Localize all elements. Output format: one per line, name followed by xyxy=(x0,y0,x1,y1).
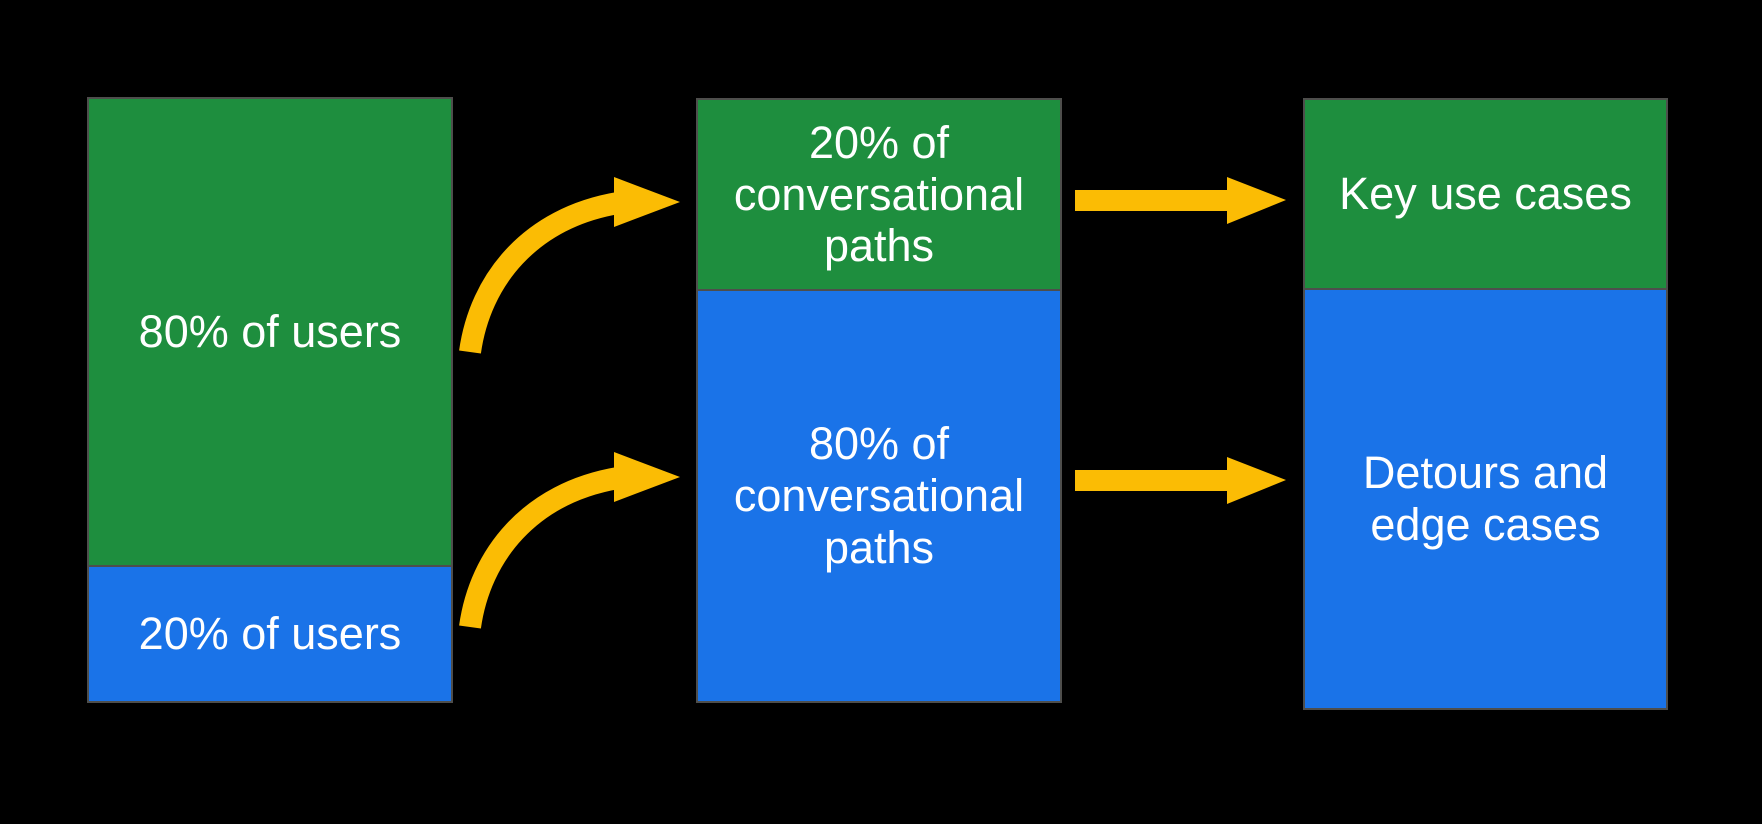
bar-use-cases: Key use cases Detours and edge cases xyxy=(1303,98,1668,710)
bar-users: 80% of users 20% of users xyxy=(87,97,453,703)
bar-use-cases-blue-label: Detours and edge cases xyxy=(1362,447,1609,550)
bar-paths-blue-segment: 80% of conversational paths xyxy=(698,289,1060,701)
bar-paths-green-segment: 20% of conversational paths xyxy=(698,100,1060,289)
bar-paths-green-label: 20% of conversational paths xyxy=(733,116,1025,272)
bar-users-blue-segment: 20% of users xyxy=(89,565,451,701)
curved-arrow-users20-to-paths80-icon xyxy=(459,452,680,629)
bar-use-cases-blue-segment: Detours and edge cases xyxy=(1305,288,1666,708)
bar-use-cases-green-label: Key use cases xyxy=(1339,168,1632,220)
bar-users-blue-label: 20% of users xyxy=(138,608,402,660)
bar-users-green-segment: 80% of users xyxy=(89,99,451,565)
bar-conversational-paths: 20% of conversational paths 80% of conve… xyxy=(696,98,1062,703)
straight-arrow-paths80-to-detours-icon xyxy=(1075,457,1286,504)
bar-use-cases-green-segment: Key use cases xyxy=(1305,100,1666,288)
curved-arrow-users80-to-paths20-icon xyxy=(459,177,680,354)
straight-arrow-paths20-to-keyusecases-icon xyxy=(1075,177,1286,224)
bar-paths-blue-label: 80% of conversational paths xyxy=(733,418,1025,573)
bar-users-green-label: 80% of users xyxy=(138,306,402,358)
